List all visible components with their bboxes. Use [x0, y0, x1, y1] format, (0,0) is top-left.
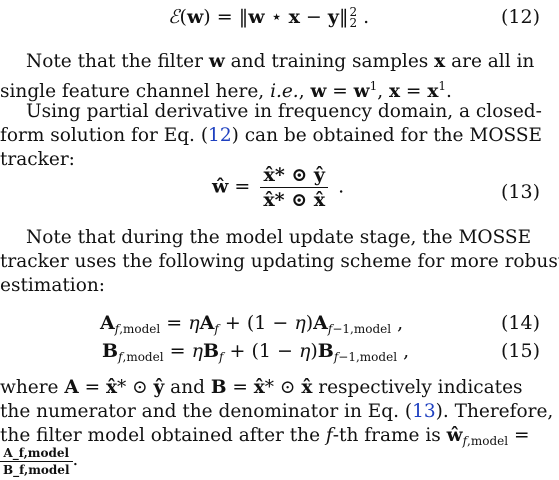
paragraph-2-line-1: Using partial derivative in frequency do… — [26, 101, 542, 122]
filter-model-numerator: A_f,model — [0, 446, 73, 462]
equation-14: Af,model = ηAf + (1 − η)Af−1,model , (14… — [0, 312, 540, 344]
equation-15-number: (15) — [500, 340, 540, 362]
filter-model-fraction: A_f,model B_f,model — [0, 446, 73, 477]
equation-13-denominator: x̂* ⊙ x̂ — [263, 189, 326, 211]
filter-model-period: . — [72, 449, 79, 470]
paragraph-3-line-3: estimation: — [0, 275, 106, 296]
paragraph-1-line-1: Note that the filter w and training samp… — [26, 51, 535, 72]
paragraph-1-line-2: single feature channel here, i.e., w = w… — [0, 79, 452, 102]
equation-14-body: Af,model = ηAf + (1 − η)Af−1,model , — [100, 312, 404, 336]
paragraph-4-line-4: A_f,model B_f,model . — [0, 446, 540, 477]
paragraph-2-text-a: form solution for Eq. ( — [0, 125, 209, 146]
equation-13-numerator: x̂* ⊙ ŷ — [260, 164, 329, 188]
equation-15-body: Bf,model = ηBf + (1 − η)Bf−1,model , — [102, 340, 410, 364]
citation-eq-12[interactable]: 12 — [208, 125, 232, 146]
citation-eq-13[interactable]: 13 — [412, 401, 436, 422]
equation-13: ŵ = x̂* ⊙ ŷ x̂* ⊙ x̂ . (13) — [0, 164, 540, 222]
filter-model-denominator: B_f,model — [3, 463, 70, 477]
paragraph-4-text-a: the numerator and the denominator in Eq.… — [0, 401, 413, 422]
equation-15: Bf,model = ηBf + (1 − η)Bf−1,model , (15… — [0, 340, 540, 372]
equation-14-number: (14) — [500, 312, 540, 334]
paragraph-2-text-b: ) can be obtained for the MOSSE — [231, 125, 543, 146]
paragraph-4-line-2: the numerator and the denominator in Eq.… — [0, 400, 553, 424]
paragraph-2-line-3: tracker: — [0, 149, 75, 170]
paragraph-3-line-1: Note that during the model update stage,… — [26, 227, 532, 248]
paragraph-4-line-1: where A = x̂* ⊙ ŷ and B = x̂* ⊙ x̂ respe… — [0, 377, 523, 398]
paragraph-3-line-2: tracker uses the following updating sche… — [0, 251, 559, 272]
paragraph-2-line-2: form solution for Eq. (12) can be obtain… — [0, 124, 543, 148]
equation-13-fraction: x̂* ⊙ ŷ x̂* ⊙ x̂ — [260, 164, 329, 211]
paragraph-4-line-3: the filter model obtained after the f-th… — [0, 425, 530, 448]
equation-12-number: (12) — [500, 6, 540, 28]
paragraph-4-text-b: ). Therefore, — [435, 401, 554, 422]
equation-13-number: (13) — [500, 181, 540, 203]
equation-13-body: ŵ = x̂* ⊙ ŷ x̂* ⊙ x̂ . — [212, 164, 345, 211]
